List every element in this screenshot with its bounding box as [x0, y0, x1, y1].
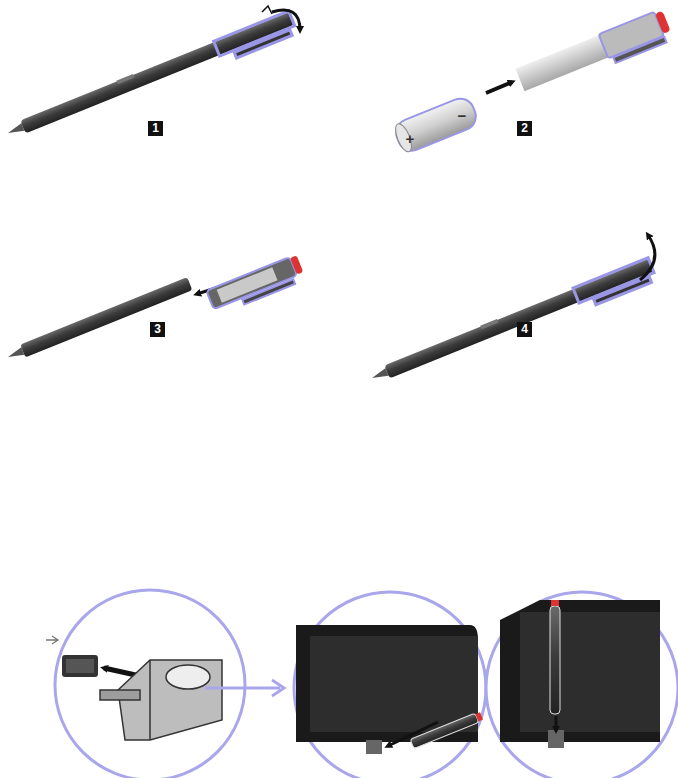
callout-number: 2: [517, 121, 532, 136]
battery-sign: +: [403, 131, 417, 147]
battery-sign: −: [455, 108, 469, 124]
callout-number: 1: [148, 121, 163, 136]
callout-number: 4: [517, 322, 532, 337]
callout-number: 3: [150, 322, 165, 337]
